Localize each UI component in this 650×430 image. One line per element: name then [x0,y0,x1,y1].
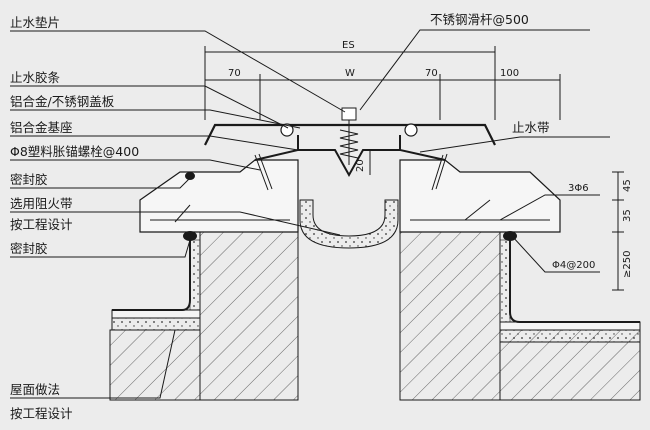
dim-250: ≥250 [622,251,633,278]
dim-35: 35 [622,209,633,222]
left-slab [109,329,201,401]
label-per-design-1: 按工程设计 [10,217,73,232]
dim-left-70: 70 [228,68,241,79]
label-waterstop: 止水带 [512,120,550,135]
label-fire-barrier: 选用阻火带 [10,196,73,211]
waterstop [298,149,400,178]
dim-es: ES [342,40,355,51]
right-curb [399,159,561,233]
label-anchor-bolt: Φ8塑料胀锚螺栓@400 [10,144,139,159]
left-roof-insulation [111,317,201,331]
fire-barrier [299,199,399,249]
dim-45: 45 [622,179,633,192]
dim-right-100: 100 [500,68,519,79]
label-per-design-2: 按工程设计 [10,406,73,421]
label-sealant-1: 密封胶 [10,172,48,187]
right-roof-insulation [499,329,641,343]
label-cover-plate: 铝合金/不锈钢盖板 [10,94,115,109]
dim-gap-20: 20 [355,159,366,172]
left-wall [199,231,299,401]
right-wall [399,231,501,401]
cover-plate [204,123,496,146]
left-base [254,135,299,161]
left-curb [139,159,299,233]
label-aluminum-base: 铝合金基座 [10,120,73,135]
label-rebar-stirrup: Φ4@200 [552,260,595,271]
dim-w: W [345,68,355,79]
label-rebar-top: 3Φ6 [568,183,589,194]
left-roof-finish [111,309,201,319]
label-slide-bar: 不锈钢滑杆@500 [430,12,529,27]
right-roof-finish [499,321,641,331]
label-water-strip: 止水胶条 [10,70,61,85]
leaders [10,29,610,399]
right-base [399,135,446,161]
right-membrane [509,240,640,323]
label-sealant-2: 密封胶 [10,241,48,256]
dim-right-70: 70 [425,68,438,79]
label-water-pad: 止水垫片 [10,15,60,30]
label-roof-method: 屋面做法 [10,382,60,397]
left-membrane [112,240,191,311]
